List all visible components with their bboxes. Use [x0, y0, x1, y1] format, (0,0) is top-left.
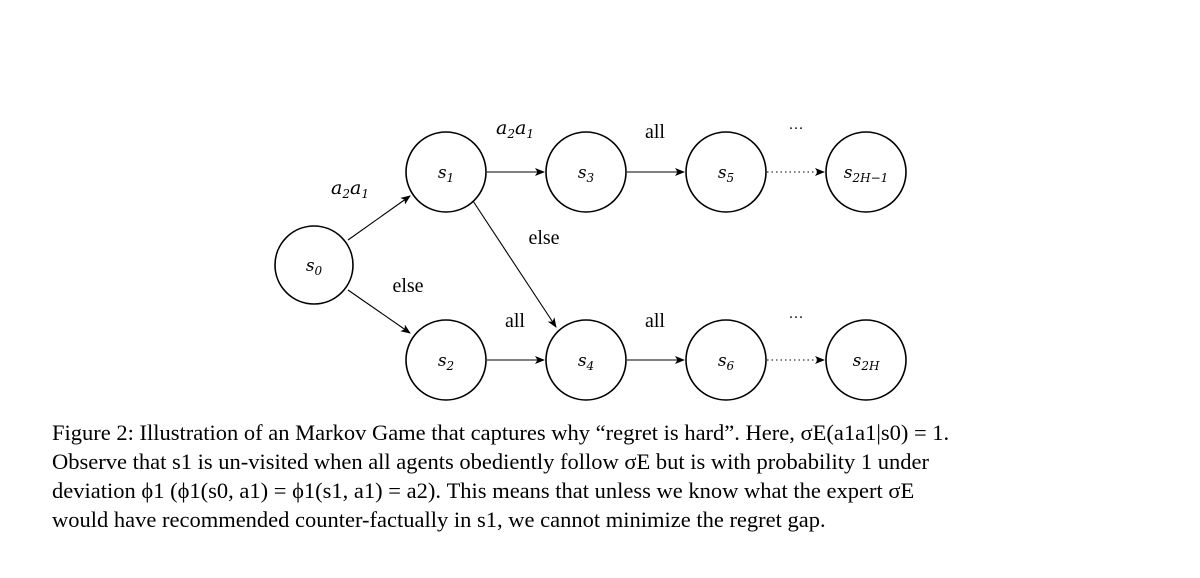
edge-s0-s1 [347, 195, 411, 241]
node-s3: s3 [545, 131, 627, 213]
svg-text:s2H: s2H [853, 351, 880, 373]
figure-caption: Figure 2: Illustration of an Markov Game… [52, 418, 1152, 534]
edge-label-s1-s3: a2a1 [496, 117, 534, 141]
edge-label-s5-s2Hm1: ··· [789, 121, 804, 137]
caption-line-4: would have recommended counter-factually… [52, 507, 826, 532]
edge-s1-s4 [472, 200, 557, 328]
edge-s0-s2 [347, 289, 411, 334]
edge-label-s0-s2: else [392, 275, 423, 297]
caption-line-1: Figure 2: Illustration of an Markov Game… [52, 420, 950, 445]
edge-label-s1-s4: else [528, 227, 559, 249]
edge-label-s3-s5: all [645, 121, 665, 143]
node-s5: s5 [685, 131, 767, 213]
node-s0: s0 [274, 225, 354, 305]
caption-line-2: Observe that s1 is un-visited when all a… [52, 449, 929, 474]
edge-label-s6-s2H: ··· [789, 310, 804, 326]
node-s6: s6 [685, 319, 767, 401]
node-s1: s1 [405, 131, 487, 213]
markov-game-diagram: s0 s1 s2 s3 s4 s5 s6 s2H−1 s2H a2a1 else… [274, 117, 907, 401]
node-s2: s2 [405, 319, 487, 401]
edge-label-s0-s1: a2a1 [331, 177, 369, 201]
caption-line-3: deviation ϕ1 (ϕ1(s0, a1) = ϕ1(s1, a1) = … [52, 478, 915, 503]
edge-label-s4-s6: all [645, 310, 665, 332]
node-s2H-minus-1: s2H−1 [825, 131, 907, 213]
node-s4: s4 [545, 319, 627, 401]
node-s2H: s2H [825, 319, 907, 401]
edge-label-s2-s4: all [505, 310, 525, 332]
